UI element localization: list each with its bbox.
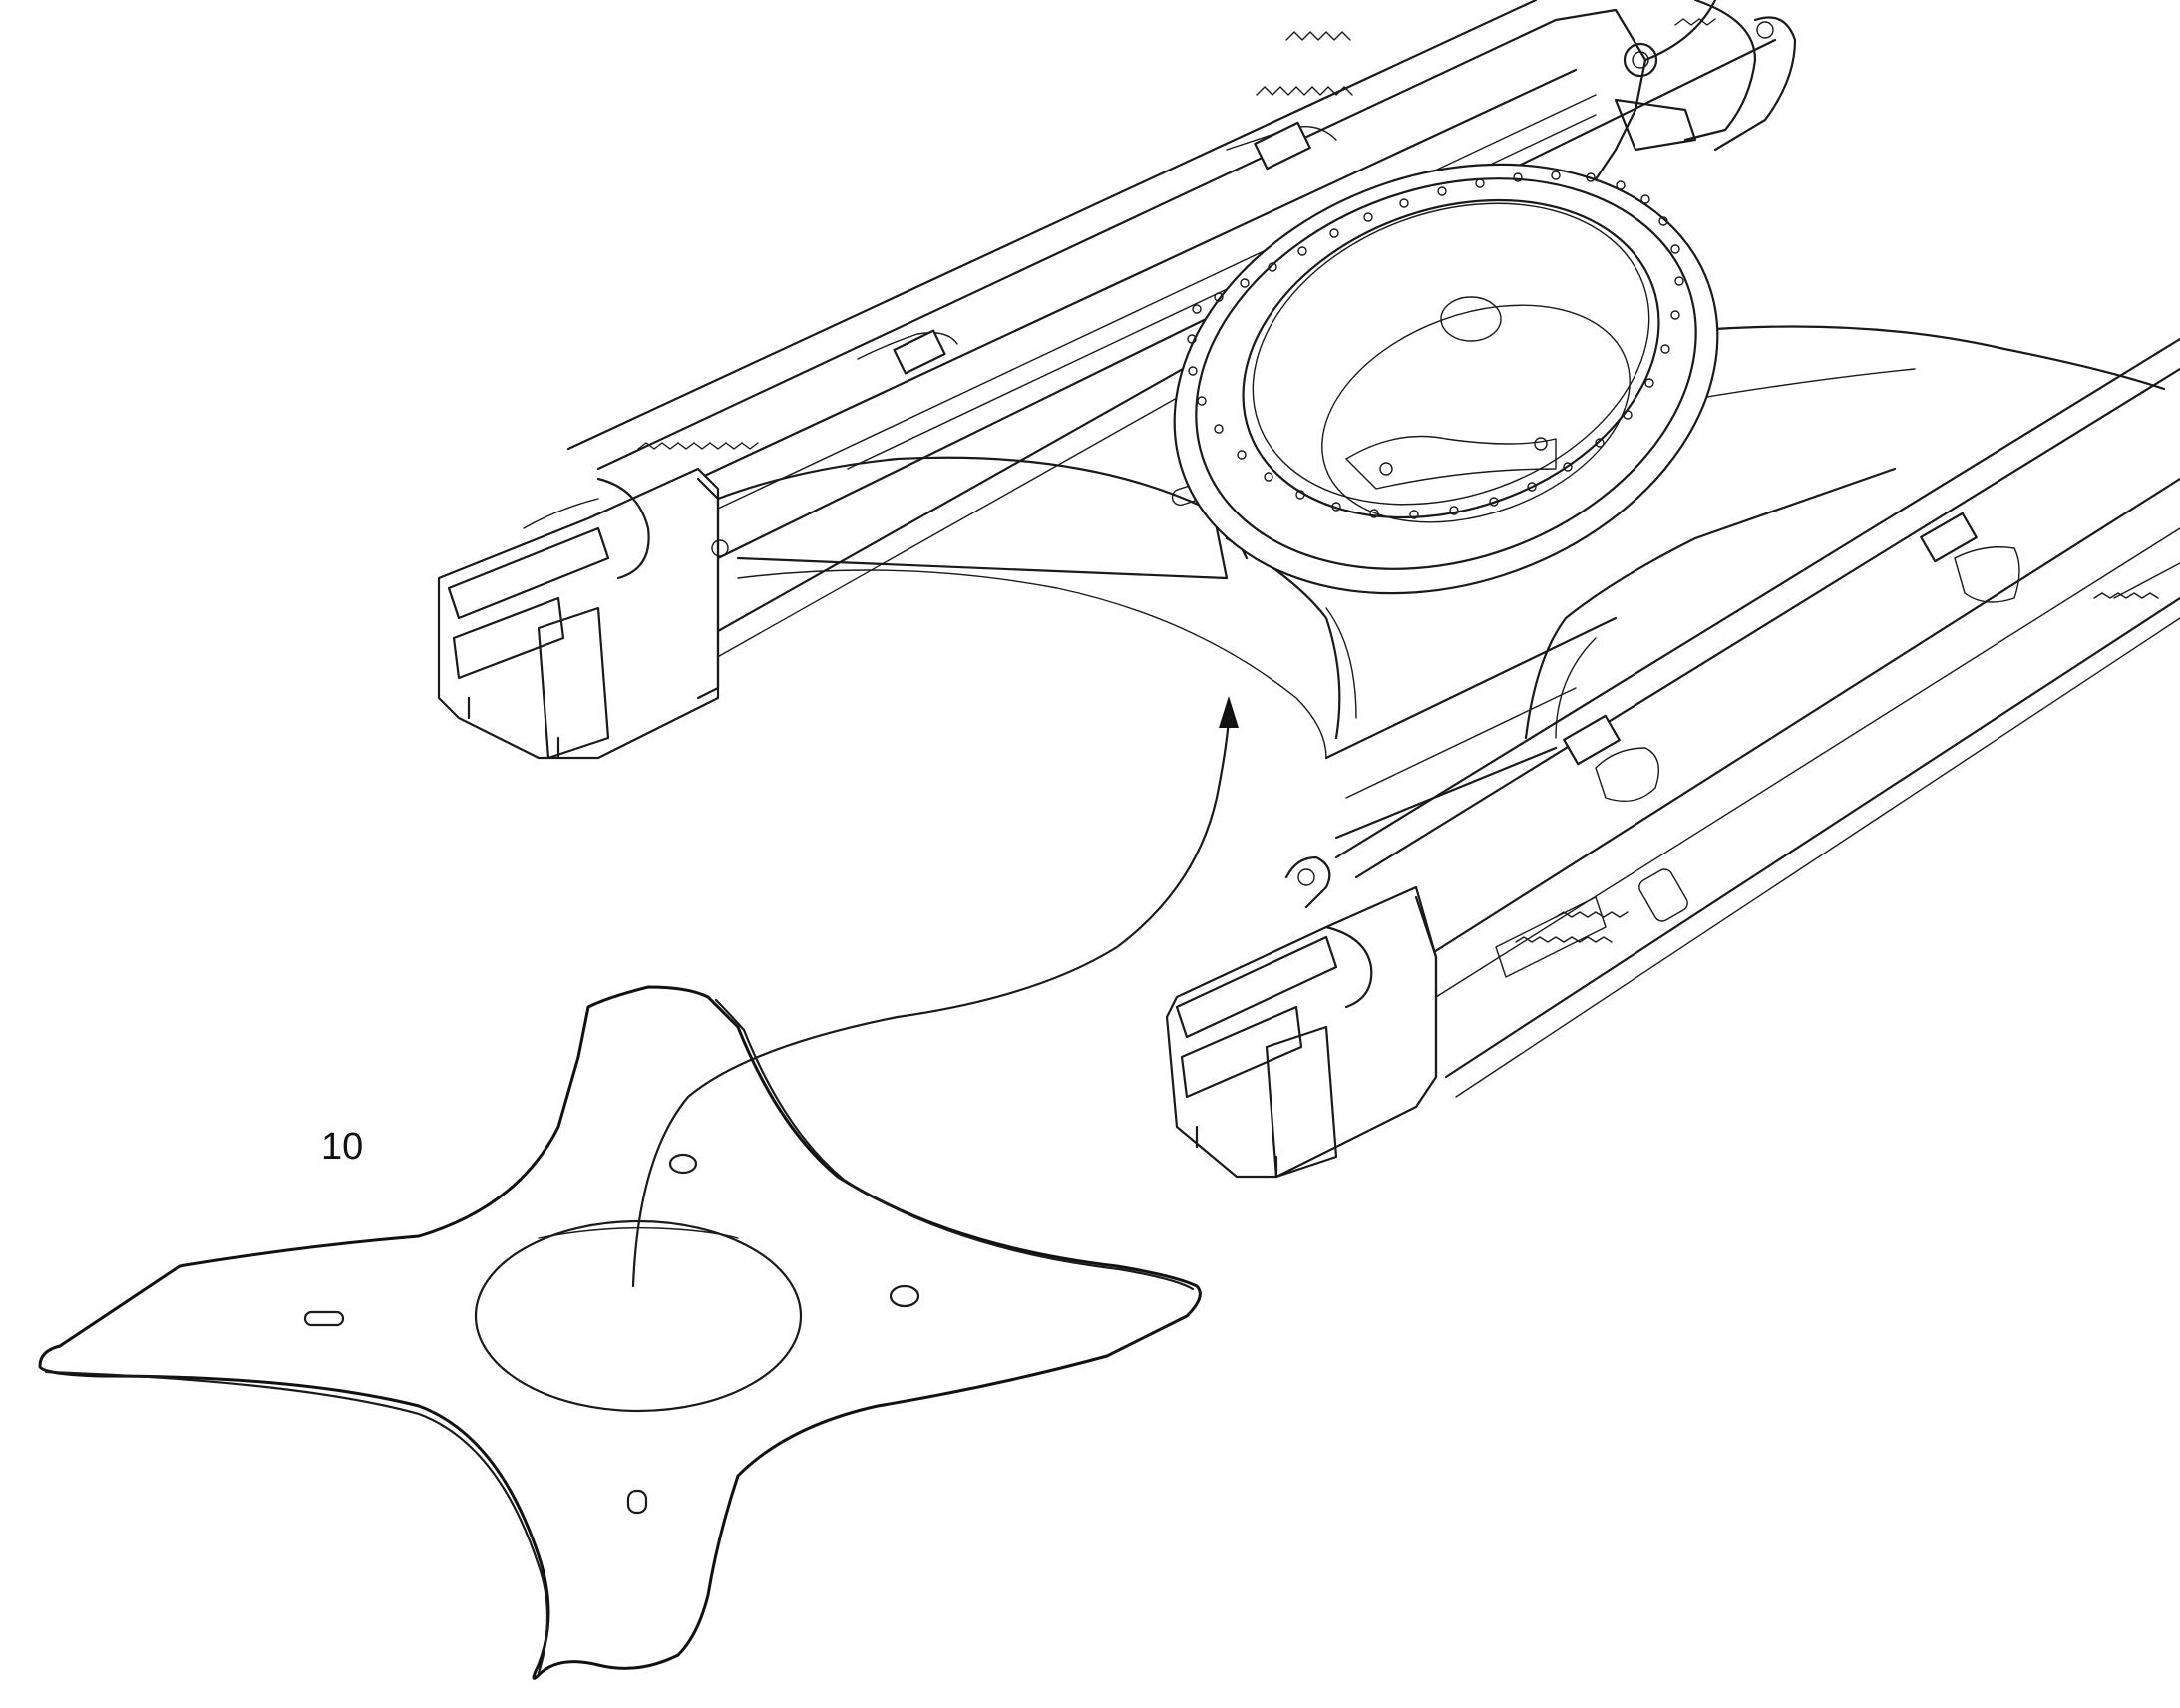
arrowhead-icon bbox=[1219, 696, 1239, 728]
callout-label-10: 10 bbox=[321, 1126, 363, 1168]
undercarriage-frame bbox=[437, 0, 2180, 1179]
right-idler-yoke bbox=[1165, 855, 1438, 1179]
swing-bearing-ring bbox=[1173, 163, 1719, 595]
left-idler-yoke bbox=[437, 467, 729, 760]
right-track-frame bbox=[1334, 337, 2180, 1098]
bolt-hole-circle bbox=[1187, 171, 1684, 519]
rear-bracket bbox=[1554, 0, 1797, 181]
part-10-plate bbox=[38, 985, 1202, 1680]
leader-arrow bbox=[631, 696, 1239, 1288]
